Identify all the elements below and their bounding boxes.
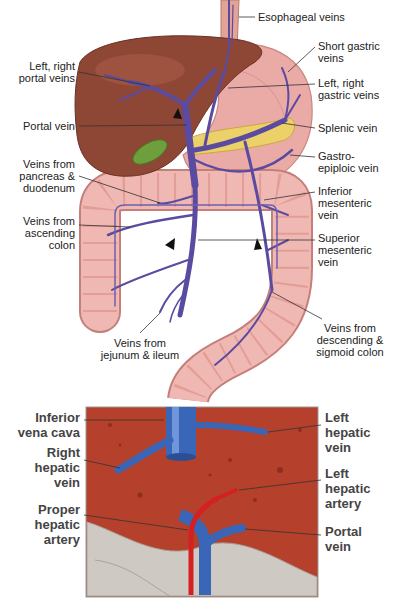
vein	[115, 205, 277, 306]
vein	[245, 142, 272, 290]
liver	[75, 36, 262, 176]
leader-line	[79, 125, 187, 126]
vein	[225, 48, 229, 70]
vein	[108, 215, 193, 235]
leader-line	[268, 425, 321, 432]
portal-vein-branch	[205, 528, 242, 545]
liver-highlight	[95, 54, 185, 86]
vein	[158, 195, 196, 203]
leader-line	[79, 72, 150, 86]
part-label: Left hepatic vein	[325, 410, 387, 455]
part-label: Left hepatic artery	[325, 466, 387, 511]
vessel-dot	[253, 498, 257, 502]
part-label: Veins from jejunum & ileum	[95, 337, 185, 361]
part-label: Gastro- epiploic vein	[318, 150, 388, 174]
left-hepatic-vein	[194, 425, 265, 432]
part-label: Splenic vein	[318, 122, 396, 134]
leader-line	[290, 155, 315, 157]
part-label: Proper hepatic artery	[10, 502, 80, 547]
part-label: Right hepatic vein	[10, 445, 80, 490]
vein	[282, 68, 288, 120]
leader-line	[84, 460, 120, 468]
arrow-symbol	[173, 108, 182, 119]
part-label: Veins from ascending colon	[13, 215, 75, 251]
hepatic-artery	[191, 498, 218, 595]
liver-texture	[108, 423, 302, 502]
gallbladder	[129, 135, 171, 170]
part-label: Short gastric veins	[318, 40, 384, 64]
leader-line	[288, 47, 315, 72]
vein	[268, 240, 288, 250]
vein	[228, 0, 230, 50]
leader-line	[264, 192, 315, 200]
vein	[160, 280, 185, 312]
vein	[195, 150, 292, 171]
leader-line	[198, 240, 315, 241]
leader-line	[245, 529, 321, 535]
vena-cava-end	[166, 453, 196, 461]
part-label: Left, right gastric veins	[318, 77, 384, 101]
leader-line	[228, 84, 315, 88]
vein	[285, 95, 300, 120]
vessel-dot	[228, 458, 232, 462]
vessel-dot	[108, 423, 112, 427]
vessel-dot	[298, 428, 302, 432]
leader-line	[272, 292, 322, 319]
arrow-symbol	[165, 238, 175, 250]
flow-arrows	[165, 108, 262, 250]
liver-section	[86, 407, 318, 597]
part-label: Veins from descending & sigmoid colon	[305, 322, 395, 358]
vein	[185, 105, 195, 185]
hilum-fold	[95, 560, 170, 596]
vein	[205, 70, 225, 145]
part-label: Inferior vena cava	[10, 410, 80, 440]
vena-cava	[166, 407, 196, 457]
abdomen-illustration	[75, 0, 322, 400]
vein	[170, 295, 183, 322]
part-label: Veins from pancreas & duodenum	[13, 158, 75, 194]
leader-line	[84, 515, 188, 530]
vessel-dot	[209, 474, 212, 477]
vein	[130, 82, 185, 105]
leader-line	[239, 480, 321, 490]
vein	[215, 290, 272, 365]
vein	[232, 5, 233, 45]
liver-section-illustration	[84, 407, 321, 597]
leader-line	[239, 17, 255, 18]
vein	[112, 260, 188, 290]
part-label: Portal vein	[325, 524, 387, 554]
vessel-dot	[119, 444, 122, 447]
leader-line	[79, 176, 160, 203]
part-label: Superior mesenteric vein	[318, 232, 380, 268]
part-label: Left, right portal veins	[5, 60, 75, 84]
vessel-dot	[138, 493, 143, 498]
left-hepatic-artery	[218, 490, 236, 498]
leader-line	[140, 313, 160, 333]
part-label: Esophageal veins	[258, 11, 368, 23]
vessel-dot	[277, 467, 283, 473]
vena-cava-shine	[172, 407, 179, 457]
veins	[105, 0, 300, 365]
pancreas	[185, 118, 295, 155]
leader-line	[282, 123, 315, 128]
leader-line	[79, 225, 130, 227]
vein	[185, 70, 215, 105]
part-label: Inferior mesenteric vein	[318, 185, 380, 221]
right-hepatic-vein	[118, 440, 170, 470]
leader-lines	[79, 17, 322, 333]
leader-line	[84, 420, 164, 421]
vein	[120, 87, 150, 100]
part-label: Portal vein	[5, 120, 75, 132]
leader-lines	[84, 420, 321, 535]
